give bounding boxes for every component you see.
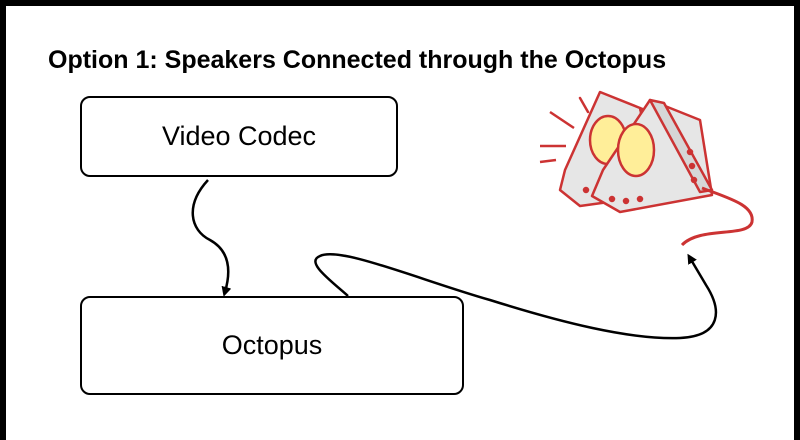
video-codec-node: Video Codec bbox=[80, 96, 398, 177]
speakers-icon bbox=[539, 90, 754, 247]
video-codec-label: Video Codec bbox=[161, 121, 317, 151]
codec-to-octopus-arrow bbox=[191, 179, 232, 297]
diagram-title: Option 1: Speakers Connected through the… bbox=[48, 46, 667, 74]
octopus-label: Octopus bbox=[221, 330, 323, 360]
octopus-node: Octopus bbox=[80, 296, 464, 395]
octopus-to-speakers-arrow bbox=[314, 252, 718, 340]
